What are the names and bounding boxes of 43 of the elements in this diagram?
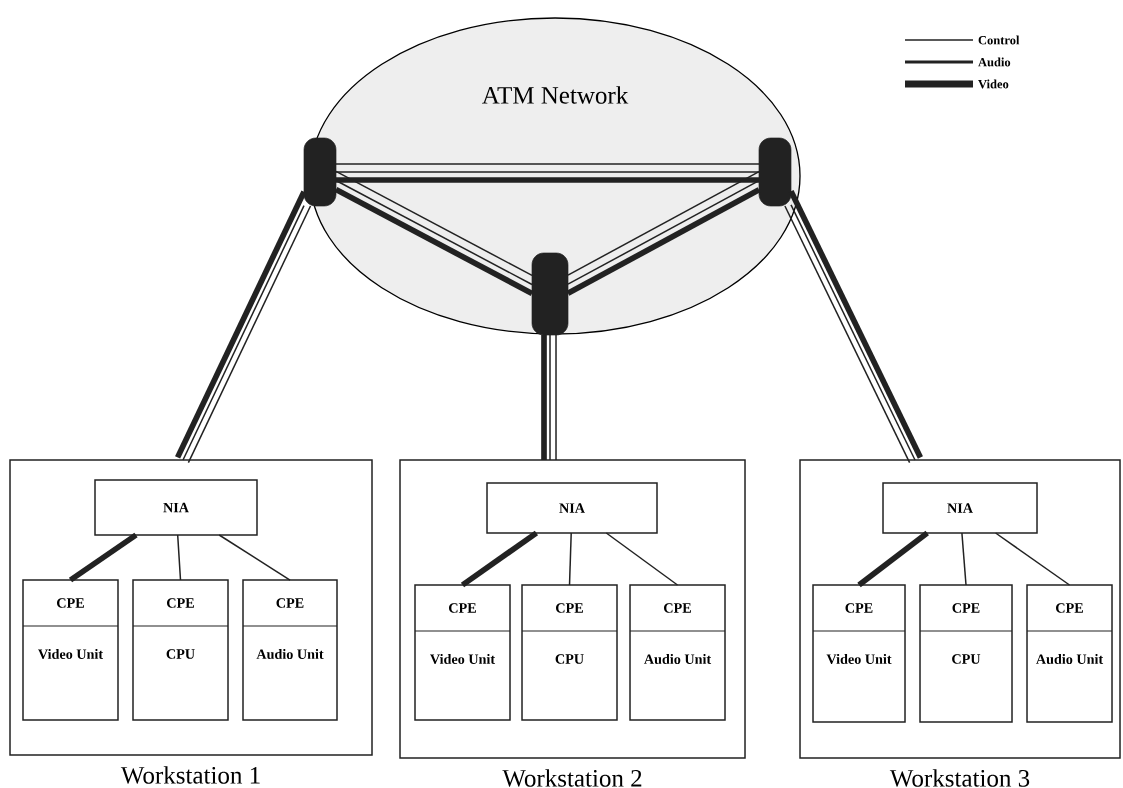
interface-box: NIA (486, 482, 658, 534)
node-label: Workstation 2 (502, 769, 642, 787)
unit-box: CPE Audio Unit (629, 584, 726, 721)
link-line (218, 534, 291, 581)
link-line (605, 532, 679, 586)
unit-box: CPE CPU (919, 584, 1013, 723)
link-line (335, 171, 760, 173)
link-line (334, 187, 534, 296)
link-line (567, 179, 760, 285)
legend-label: Control (978, 35, 1020, 45)
link-line (567, 170, 760, 276)
legend-label: Audio (978, 57, 1011, 67)
link-line (336, 177, 759, 183)
network-cloud: ATM Network (309, 17, 801, 335)
unit-box: CPE Audio Unit (1026, 584, 1113, 723)
unit-box: CPE Audio Unit (242, 579, 338, 721)
node-label: Workstation 3 (889, 769, 1030, 787)
link-line (566, 187, 761, 296)
link-line (335, 170, 533, 277)
link-line (961, 532, 967, 586)
link-line (541, 335, 547, 460)
link-line (568, 532, 572, 586)
unit-box: CPE CPU (521, 584, 618, 721)
link-line (68, 532, 138, 583)
link-line (176, 534, 182, 581)
link-line (549, 334, 551, 461)
link-line (335, 163, 760, 165)
unit-box: CPE Video Unit (414, 584, 511, 721)
switch-node (758, 137, 792, 207)
link-line (857, 530, 929, 588)
link-line (460, 530, 539, 588)
unit-box: CPE Video Unit (812, 584, 906, 723)
link-line (555, 334, 557, 461)
interface-box: NIA (94, 479, 258, 536)
switch-node (303, 137, 337, 207)
switch-node (531, 252, 569, 336)
legend-label: Video (978, 79, 1009, 89)
unit-box: CPE CPU (132, 579, 229, 721)
interface-box: NIA (882, 482, 1038, 534)
link-line (335, 179, 533, 286)
link-line (994, 532, 1071, 586)
unit-box: CPE Video Unit (22, 579, 119, 721)
node-label: Workstation 1 (120, 766, 260, 784)
